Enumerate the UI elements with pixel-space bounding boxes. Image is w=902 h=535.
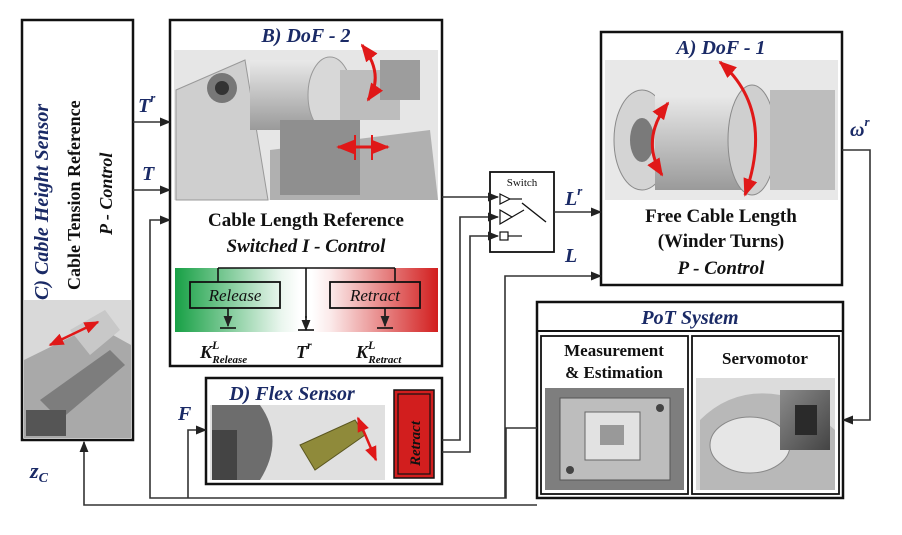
cable-length-reference-label: Cable Length Reference <box>208 210 404 231</box>
switch-block: Switch <box>489 171 555 253</box>
rotation-arrow-icon <box>360 43 384 102</box>
pot-system-title: PoT System <box>640 307 738 329</box>
height-arrow-icon <box>48 320 100 347</box>
switched-i-control-label: Switched I - Control <box>227 236 387 257</box>
dof1-mechanism-image <box>605 60 838 200</box>
switch-title: Switch <box>507 177 538 189</box>
switch-lever-icon <box>521 202 547 223</box>
signal-omega-ref: ωr <box>850 114 870 141</box>
servomotor-image <box>696 378 835 490</box>
flex-sensor-block: D) Flex Sensor Retract <box>204 376 444 486</box>
measurement-label: Measurement <box>564 341 664 360</box>
dof1-block: A) DoF - 1 Free Cable Length (Winder Tur… <box>599 30 844 287</box>
cable-height-title: C) Cable Height Sensor <box>31 104 53 300</box>
measurement-board-image <box>545 388 684 490</box>
cable-height-control-label: P - Control <box>96 153 116 236</box>
signal-l: L <box>564 245 577 267</box>
flex-retract-box <box>393 389 435 479</box>
signal-zc: zC <box>29 458 49 486</box>
release-label: Release <box>208 286 262 305</box>
signal-l-ref: Lr <box>564 183 583 210</box>
signal-wires <box>79 117 871 506</box>
release-box[interactable] <box>189 281 281 309</box>
cable-tension-reference-label: Cable Tension Reference <box>64 100 84 290</box>
signal-t: T <box>142 163 155 185</box>
estimation-label: & Estimation <box>565 363 663 382</box>
pot-system-block: PoT System Measurement & Estimation Serv… <box>535 300 845 500</box>
servomotor-label: Servomotor <box>722 349 808 368</box>
cable-height-sensor-image <box>24 300 131 438</box>
free-cable-length-label: Free Cable Length <box>645 206 797 227</box>
cable-height-block: C) Cable Height Sensor Cable Tension Ref… <box>20 18 135 442</box>
winder-turns-label: (Winder Turns) <box>658 231 785 252</box>
flex-retract-label: Retract <box>408 420 424 467</box>
t-ref-label: Tr <box>296 338 312 362</box>
retract-label: Retract <box>349 286 401 305</box>
flex-sensor-title: D) Flex Sensor <box>228 383 355 405</box>
dof2-mechanism-image <box>174 43 438 201</box>
winder-rotation-arrow-icon <box>718 60 758 197</box>
dof1-title: A) DoF - 1 <box>674 37 765 59</box>
retract-region <box>312 268 438 332</box>
retract-box[interactable] <box>329 281 421 309</box>
cable-rotation-arrow-icon <box>647 101 670 177</box>
dof2-block: B) DoF - 2 Cable Length Reference Switch… <box>168 18 444 368</box>
dof2-title: B) DoF - 2 <box>260 25 350 47</box>
flex-sensor-image <box>210 405 385 480</box>
signal-t-ref: Tr <box>138 90 156 117</box>
signal-f: F <box>177 403 192 425</box>
dof1-control-label: P - Control <box>677 258 766 279</box>
flex-arrow-icon <box>356 416 378 462</box>
